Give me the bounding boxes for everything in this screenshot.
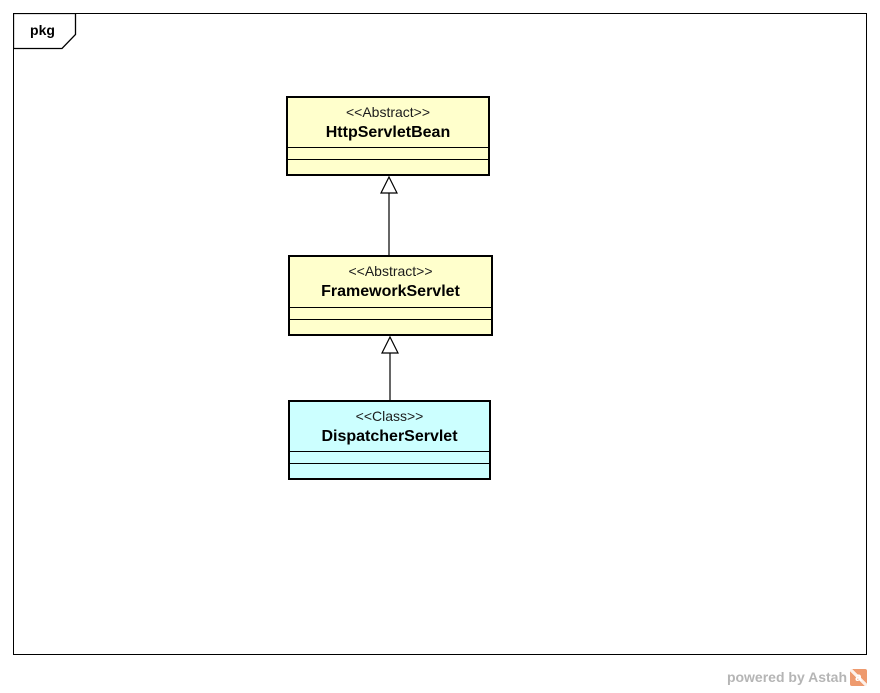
class-name-compartment: <<Abstract>> HttpServletBean	[288, 98, 488, 147]
astah-logo-icon: a	[850, 668, 867, 686]
generalization-edge-framework-to-httpservletbean[interactable]	[379, 176, 399, 256]
watermark-text: powered by Astah	[726, 669, 847, 685]
class-box-httpservletbean[interactable]: <<Abstract>> HttpServletBean	[286, 96, 490, 176]
generalization-edge-dispatcher-to-framework[interactable]	[380, 336, 400, 401]
attributes-compartment[interactable]	[290, 307, 491, 319]
class-stereotype: <<Abstract>>	[348, 263, 433, 279]
package-name-label: pkg	[30, 22, 55, 38]
attributes-compartment[interactable]	[288, 147, 488, 159]
watermark: powered by Astah a	[727, 667, 867, 687]
class-name: HttpServletBean	[325, 124, 451, 141]
attributes-compartment[interactable]	[290, 451, 489, 463]
package-frame-tab[interactable]	[13, 13, 77, 50]
class-box-frameworkservlet[interactable]: <<Abstract>> FrameworkServlet	[288, 255, 493, 336]
class-box-dispatcherservlet[interactable]: <<Class>> DispatcherServlet	[288, 400, 491, 480]
operations-compartment[interactable]	[290, 319, 491, 334]
operations-compartment[interactable]	[288, 159, 488, 174]
class-stereotype: <<Class>>	[355, 408, 424, 424]
operations-compartment[interactable]	[290, 463, 489, 478]
class-name: FrameworkServlet	[321, 283, 460, 300]
generalization-arrowhead-icon	[380, 176, 398, 194]
generalization-arrowhead-icon	[381, 336, 399, 354]
class-name: DispatcherServlet	[321, 428, 458, 445]
class-stereotype: <<Abstract>>	[345, 104, 431, 120]
package-tab-shape	[13, 13, 77, 50]
class-name-compartment: <<Class>> DispatcherServlet	[290, 402, 489, 451]
class-name-compartment: <<Abstract>> FrameworkServlet	[290, 257, 491, 307]
